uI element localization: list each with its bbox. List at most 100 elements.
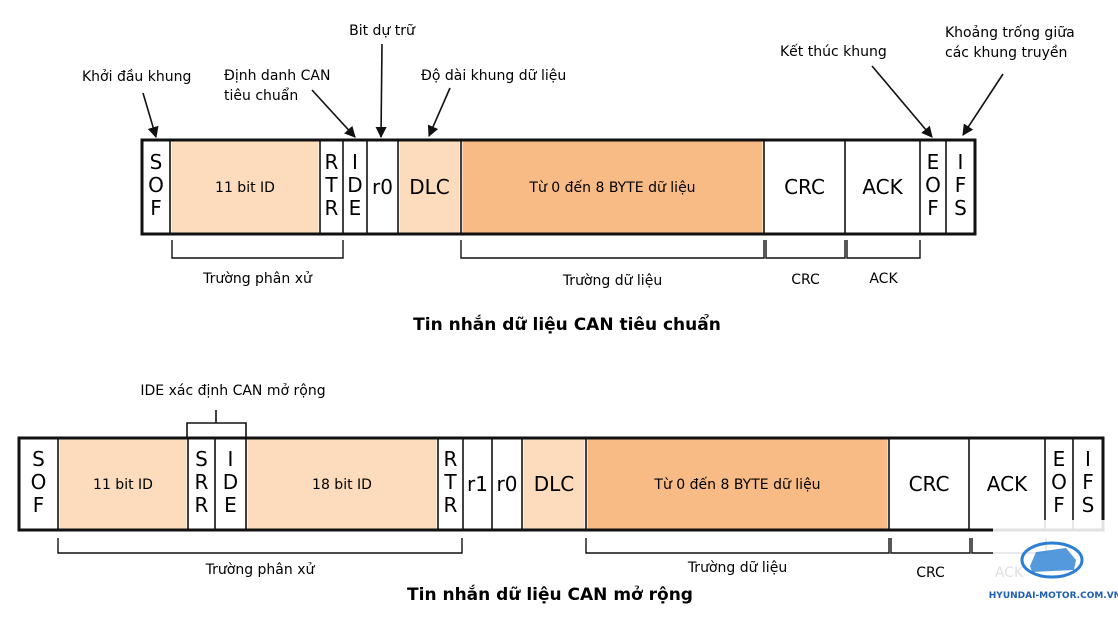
std-callout-dinh-danh-cantieu-chuan-arrow [311, 89, 356, 138]
std-field-sof-label-line: S [150, 150, 163, 174]
std-field-rtr-label-line: T [324, 173, 338, 197]
ext-field-11-bit-id-label-line: 11 bit ID [93, 477, 153, 493]
ext-field-ide-label-line: I [228, 447, 234, 471]
ext-group-truong-phan-xu-label: Trường phân xử [205, 562, 316, 578]
ext-field-srr-cell [189, 439, 214, 529]
std-field-ide-label-line: E [349, 196, 362, 220]
std-field-r0-label: r0 [372, 175, 393, 199]
std-field-eof-label-line: E [927, 150, 940, 174]
std-callout-bit-du-tru-text-line: Bit dự trữ [349, 23, 416, 39]
std-field-rtr-cell [321, 141, 342, 233]
ext-field-r1-label: r1 [467, 472, 488, 496]
ext-field-eof-label-line: E [1053, 447, 1066, 471]
ext-field-ifs-label-line: F [1082, 470, 1094, 494]
ext-field-srr-label-line: R [195, 493, 209, 517]
ext-field-rtr-label-line: R [444, 493, 458, 517]
ext-field-rtr-label-line: T [443, 470, 457, 494]
std-field-crc-label-line: CRC [784, 175, 825, 199]
std-field-rtr-label-line: R [325, 196, 339, 220]
ext-field-ack-label-line: ACK [987, 472, 1028, 496]
std-callout-bit-du-tru-arrow [375, 43, 387, 139]
ext-field-11-bit-id-cell [59, 439, 187, 529]
ext-field-sof-label-line: S [32, 447, 45, 471]
ext-field-eof-cell [1046, 439, 1072, 529]
std-field-eof-cell [921, 141, 945, 233]
ext-group-crc-label: CRC [916, 565, 945, 581]
ext-group-truong-du-lieu-label: Trường dữ liệu [687, 560, 787, 576]
ext-field-ifs-label-line: I [1085, 447, 1091, 471]
ext-field-dlc-cell [523, 439, 585, 529]
std-callout-dinh-danh-cantieu-chuan-text-line: tiêu chuẩn [224, 87, 298, 104]
std-callout-ket-thuc-khung-arrow [871, 65, 933, 138]
ext-field-tu-0-den-8-byte-du-lieu-label-line: Từ 0 đến 8 BYTE dữ liệu [653, 476, 820, 493]
std-callout-do-dai-khung-du-lieu-text: Độ dài khung dữ liệu [421, 68, 566, 84]
extended-frame-border [17, 436, 1105, 532]
std-callout-ket-thuc-khung-text: Kết thúc khung [780, 43, 887, 60]
std-field-ifs-cell [947, 141, 974, 233]
standard-title: Tin nhắn dữ liệu CAN tiêu chuẩn [413, 313, 721, 335]
std-field-11-bit-id-label: 11 bit ID [215, 180, 275, 196]
ext-field-eof-label-line: F [1053, 493, 1065, 517]
ext-field-rtr-label-line: R [444, 447, 458, 471]
std-group-ack-label: ACK [869, 271, 898, 287]
std-field-ack-label-line: ACK [862, 175, 903, 199]
std-callout-bit-du-tru-text: Bit dự trữ [349, 23, 416, 39]
std-field-ack-label: ACK [862, 175, 903, 199]
std-field-sof-label-line: F [150, 196, 162, 220]
std-field-dlc-label: DLC [409, 175, 450, 199]
std-field-ide-cell [344, 141, 366, 233]
ext-field-ifs-cell [1074, 439, 1102, 529]
std-field-dlc-label-line: DLC [409, 175, 450, 199]
ext-field-ack-cell [970, 439, 1044, 529]
std-callout-khoi-dau-khung-arrow [142, 92, 159, 139]
ext-field-r1-label-line: r1 [467, 472, 488, 496]
std-field-r0-label-line: r0 [372, 175, 393, 199]
std-field-crc-cell [765, 141, 844, 233]
ext-field-eof-label-line: O [1051, 470, 1067, 494]
std-field-tu-0-den-8-byte-du-lieu-label: Từ 0 đến 8 BYTE dữ liệu [528, 179, 695, 196]
ext-field-18-bit-id-cell [247, 439, 437, 529]
ext-field-srr-label-line: S [195, 447, 208, 471]
ext-group-crc-bracket [890, 538, 971, 554]
std-field-ifs-label-line: I [958, 150, 964, 174]
ext-field-r1-cell [464, 439, 491, 529]
ext-field-ifs-label-line: S [1082, 493, 1095, 517]
std-field-dlc-cell [399, 141, 460, 233]
ext-field-dlc-label: DLC [534, 472, 575, 496]
ext-field-11-bit-id-label: 11 bit ID [93, 477, 153, 493]
std-field-11-bit-id-cell [171, 141, 319, 233]
std-field-crc-label: CRC [784, 175, 825, 199]
ext-field-crc-label-line: CRC [909, 472, 950, 496]
std-field-r0-cell [368, 141, 397, 233]
ext-field-tu-0-den-8-byte-du-lieu-cell [587, 439, 888, 529]
std-field-ide-label-line: I [352, 150, 358, 174]
std-group-truong-phan-xu-label: Trường phân xử [202, 271, 313, 287]
std-group-ack-bracket [846, 240, 921, 259]
std-field-rtr-label-line: R [325, 150, 339, 174]
car-silhouette-icon [1030, 548, 1076, 572]
ext-field-r0-label: r0 [497, 472, 518, 496]
ext-field-sof-label-line: O [31, 470, 47, 494]
ext-field-sof-label-line: F [33, 493, 45, 517]
std-callout-khoang-trong-giuacac-khung-truyen-text-line: các khung truyền [945, 44, 1067, 61]
ext-field-tu-0-den-8-byte-du-lieu-label: Từ 0 đến 8 BYTE dữ liệu [653, 476, 820, 493]
ext-field-ide-cell [216, 439, 245, 529]
ext-field-18-bit-id-label: 18 bit ID [312, 477, 372, 493]
standard-frame-border [140, 138, 977, 236]
watermark-backdrop [993, 520, 1118, 638]
ext-field-r0-label-line: r0 [497, 472, 518, 496]
std-group-truong-du-lieu-bracket [460, 240, 765, 259]
ext-field-srr-label-line: R [195, 470, 209, 494]
